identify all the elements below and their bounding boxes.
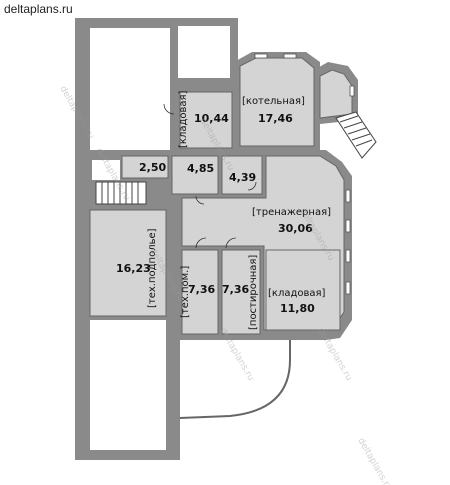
label-tech: [тех.пом.] — [180, 266, 191, 318]
stairs-turret — [335, 111, 377, 159]
area-storage-top: 10,44 — [194, 112, 229, 125]
area-stair-small: 2,50 — [139, 161, 166, 174]
void-bottom-left — [90, 320, 166, 450]
area-gym: 30,06 — [278, 222, 313, 235]
rooms — [89, 57, 353, 335]
area-crawl: 16,23 — [116, 262, 151, 275]
room-storage-top — [179, 91, 233, 149]
doors — [163, 103, 257, 249]
room-stair-small — [121, 155, 169, 179]
area-hall-b: 4,39 — [229, 171, 256, 184]
room-hall-a — [171, 155, 219, 195]
area-hall-a: 4,85 — [187, 162, 214, 175]
site-url: deltaplans.ru — [4, 2, 73, 16]
area-boiler: 17,46 — [258, 112, 293, 125]
room-crawl — [89, 209, 167, 317]
room-tech — [181, 249, 219, 335]
label-laundry: [постирочная] — [248, 255, 259, 330]
terrace-arc — [179, 340, 291, 419]
void-top-left — [90, 28, 170, 150]
room-hall-b — [221, 155, 263, 195]
area-tech: 7,36 — [188, 283, 215, 296]
windows — [254, 53, 355, 295]
label-gym: [тренажерная] — [252, 207, 331, 218]
room-laundry — [221, 249, 261, 335]
label-crawl: [тех.подполье] — [147, 228, 158, 308]
void-stair-landing — [92, 160, 120, 180]
label-storage-top: [кладовая] — [178, 90, 189, 148]
area-laundry: 7,36 — [222, 283, 249, 296]
label-storage-bottom: [кладовая] — [268, 288, 326, 299]
white-spaces — [90, 26, 230, 450]
stairs-small — [95, 181, 147, 205]
room-storage-bottom — [265, 249, 341, 331]
watermark-text: deltaplans.ru — [355, 437, 393, 485]
area-storage-bottom: 11,80 — [280, 302, 315, 315]
label-boiler: [котельная] — [242, 96, 305, 107]
void-top-center — [178, 26, 230, 78]
